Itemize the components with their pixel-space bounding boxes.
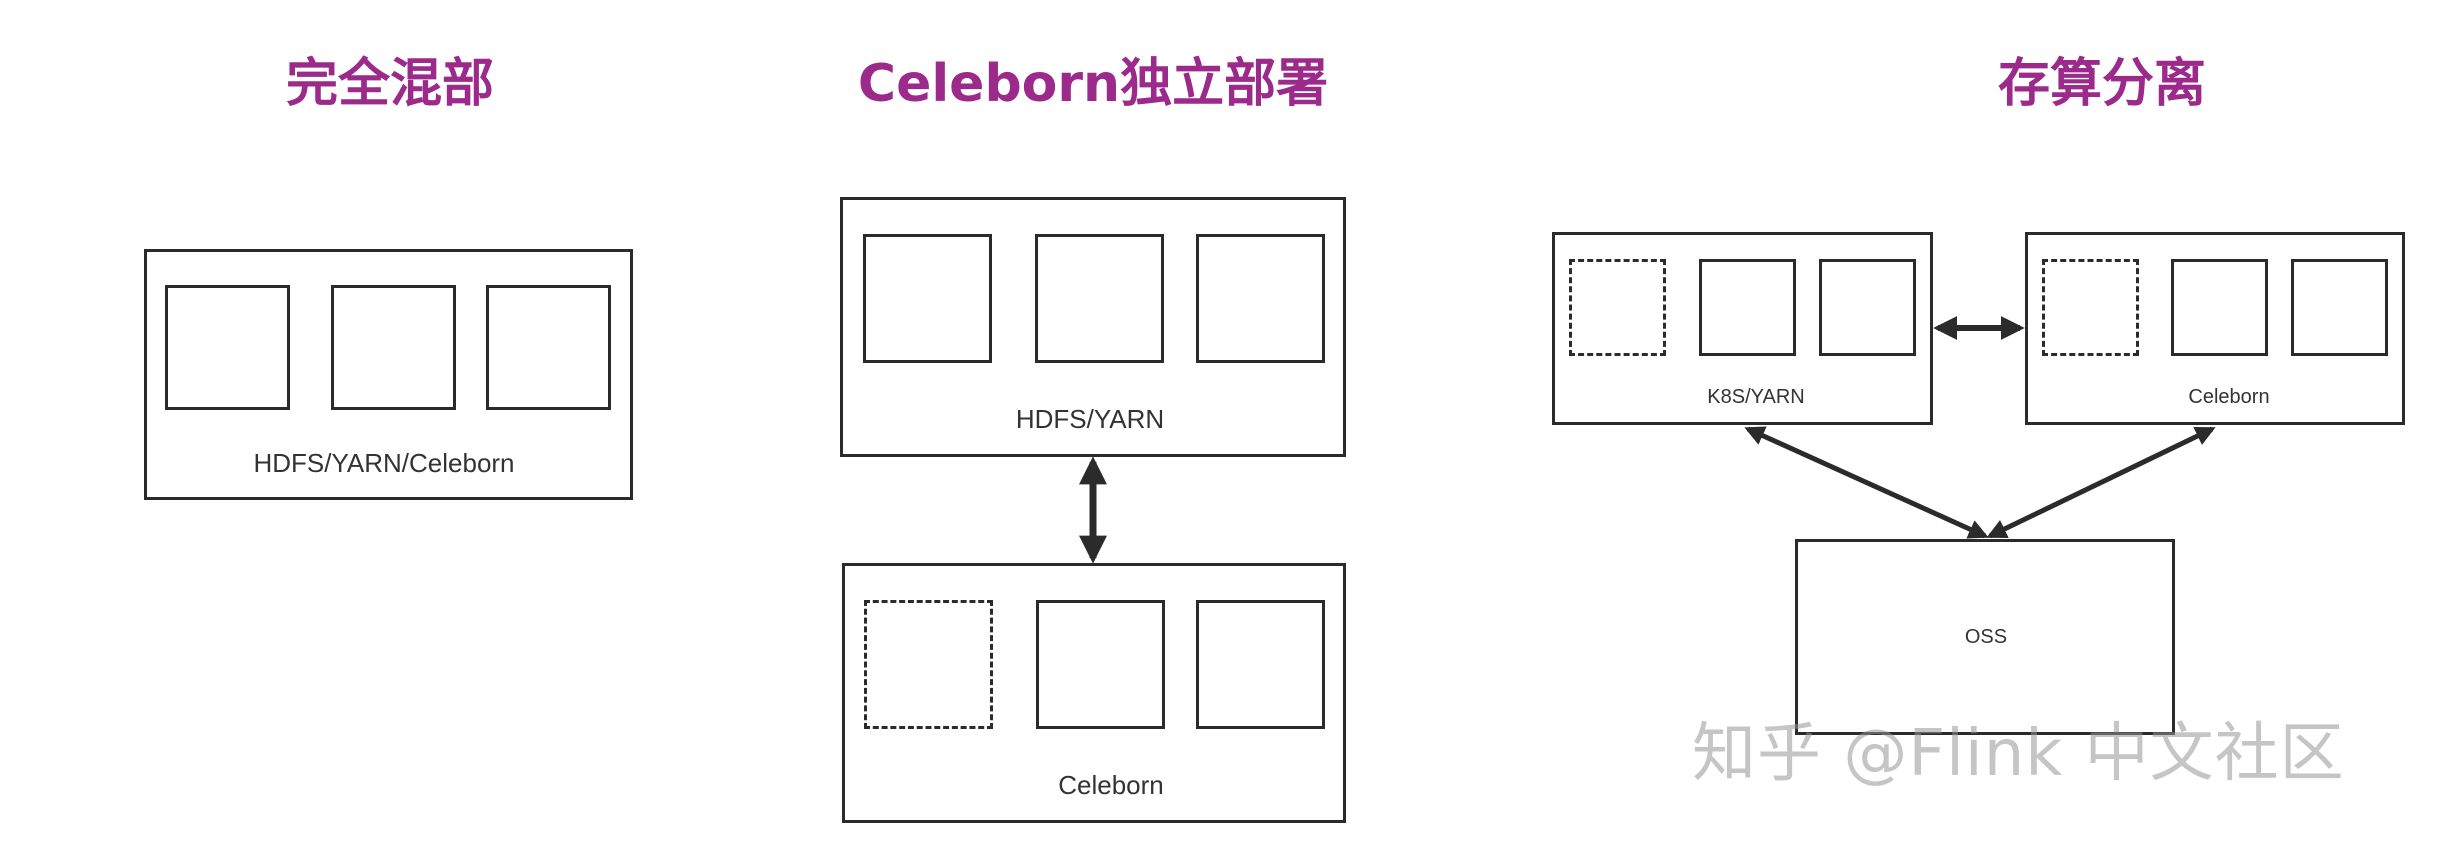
disagg-compute-label: K8S/YARN (1707, 386, 1805, 408)
disagg-compute-node-empty (1569, 259, 1666, 356)
standalone-celeborn-node-2 (1036, 600, 1165, 729)
hybrid-node-2 (331, 285, 456, 410)
standalone-compute-node-3 (1196, 234, 1325, 363)
standalone-compute-node-2 (1035, 234, 1164, 363)
disagg-celeborn-box (2025, 232, 2405, 425)
disagg-compute-box (1552, 232, 1933, 425)
standalone-celeborn-box (842, 563, 1346, 823)
disagg-storage-label: OSS (1964, 626, 2008, 648)
hybrid-cluster-label: HDFS/YARN/Celeborn (253, 448, 515, 478)
hybrid-node-3 (486, 285, 611, 410)
standalone-compute-node-1 (863, 234, 992, 363)
standalone-celeborn-label: Celeborn (1058, 770, 1164, 800)
hybrid-node-1 (165, 285, 290, 410)
watermark-text: 知乎 @Flink 中文社区 (1692, 717, 2345, 791)
disagg-compute-node-3 (1819, 259, 1916, 356)
title-standalone: Celeborn独立部署 (857, 54, 1329, 114)
hybrid-cluster-box (144, 249, 633, 500)
disagg-celeborn-node-3 (2291, 259, 2388, 356)
title-hybrid: 完全混部 (285, 54, 495, 114)
disagg-celeborn-node-empty (2042, 259, 2139, 356)
standalone-celeborn-node-empty (864, 600, 993, 729)
disagg-celeborn-node-2 (2171, 259, 2268, 356)
arrow-disagg-celeborn-oss (1986, 426, 2216, 539)
disagg-storage-box (1795, 539, 2175, 735)
standalone-compute-box (840, 197, 1346, 457)
title-disaggregated: 存算分离 (1997, 54, 2207, 114)
disagg-compute-node-2 (1699, 259, 1796, 356)
disagg-celeborn-label: Celeborn (2188, 386, 2270, 408)
standalone-compute-label: HDFS/YARN (1015, 404, 1165, 434)
standalone-celeborn-node-3 (1196, 600, 1325, 729)
arrow-disagg-compute-oss (1744, 426, 1989, 539)
